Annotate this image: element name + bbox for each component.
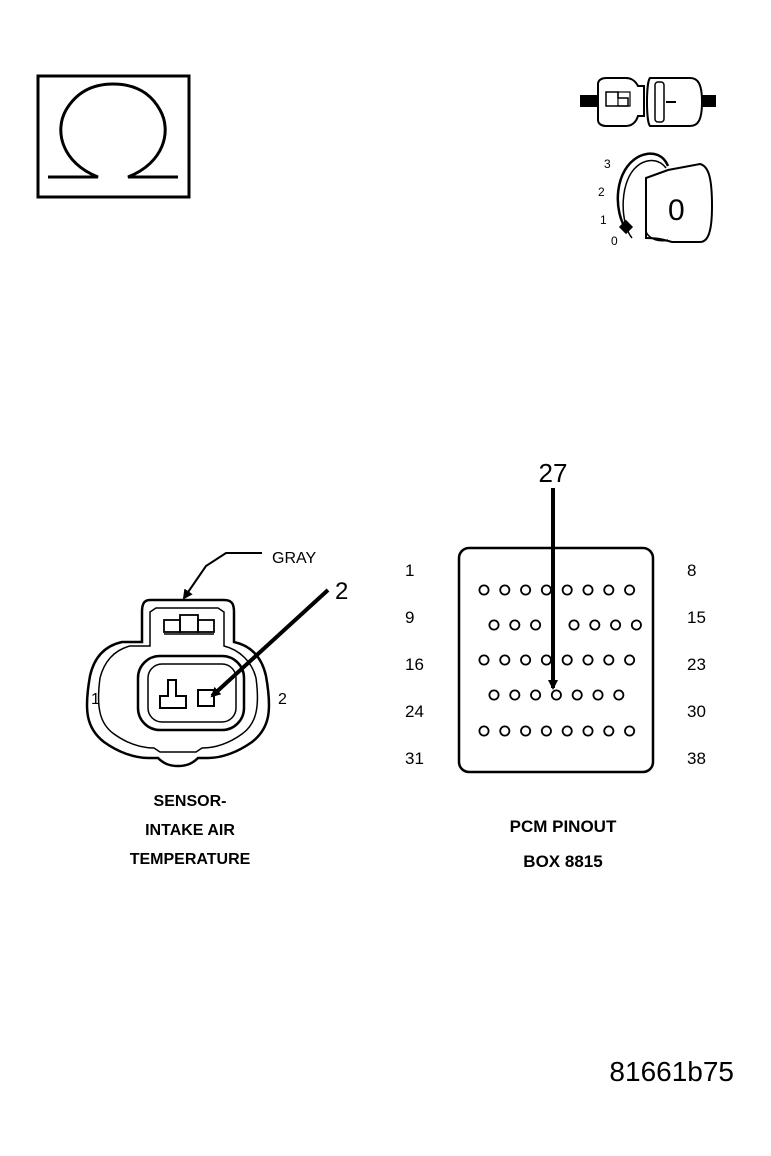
- pcm-pin: [488, 619, 500, 631]
- pcm-pin: [624, 725, 636, 737]
- pcm-pin: [603, 584, 615, 596]
- pcm-row-label-left-4: 24: [405, 702, 424, 721]
- sensor-pin-left-label: 1: [91, 691, 100, 708]
- pcm-pin: [550, 689, 562, 701]
- sensor-caption-line2: INTAKE AIR: [145, 822, 235, 839]
- pcm-row-label-right-4: 30: [687, 702, 706, 721]
- pcm-pin: [530, 619, 542, 631]
- pcm-pin: [520, 654, 532, 666]
- pcm-pin: [603, 725, 615, 737]
- sensor-connector: GRAY 2 1 2 SENSOR- INTAKE AIR TEMPERATUR…: [85, 550, 348, 868]
- pcm-pin: [499, 584, 511, 596]
- pcm-row-label-right-3: 23: [687, 655, 706, 674]
- pcm-pin: [561, 584, 573, 596]
- sensor-caption-line1: SENSOR-: [154, 793, 227, 810]
- ignition-key-label: 0: [668, 194, 685, 227]
- pcm-pin: [592, 689, 604, 701]
- pcm-row-label-right-1: 8: [687, 561, 696, 580]
- pcm-pin: [613, 689, 625, 701]
- pcm-row-label-left-5: 31: [405, 749, 424, 768]
- ignition-position-1: 1: [600, 213, 607, 227]
- sensor-pin-right-label: 2: [278, 691, 287, 708]
- sensor-callout-pin: 2: [335, 578, 348, 605]
- pcm-callout-pin: 27: [539, 458, 568, 488]
- pcm-caption-line1: PCM PINOUT: [510, 817, 617, 836]
- pcm-pin: [499, 725, 511, 737]
- pcm-pin: [509, 689, 521, 701]
- pcm-pin: [561, 725, 573, 737]
- pcm-pin: [509, 619, 521, 631]
- pcm-pin: [478, 584, 490, 596]
- ignition-position-3: 3: [604, 157, 611, 171]
- pcm-pin: [630, 619, 642, 631]
- pcm-pin: [540, 584, 552, 596]
- pcm-pin: [603, 654, 615, 666]
- sensor-caption-line3: TEMPERATURE: [130, 851, 251, 868]
- pcm-pin: [520, 725, 532, 737]
- pcm-row-label-left-3: 16: [405, 655, 424, 674]
- pcm-pin-grid: [478, 584, 642, 737]
- ignition-position-0: 0: [611, 234, 618, 248]
- pcm-row-label-right-5: 38: [687, 749, 706, 768]
- pcm-pin: [624, 654, 636, 666]
- pcm-caption-line2: BOX 8815: [523, 852, 602, 871]
- pcm-pin: [488, 689, 500, 701]
- pcm-pin: [499, 654, 511, 666]
- pcm-connector: 27 1 9 16 24 31 8 15 23 30 38 PCM PINOUT…: [405, 458, 706, 871]
- pcm-pin: [610, 619, 622, 631]
- figure-id: 81661b75: [609, 1056, 734, 1087]
- pcm-pin: [540, 654, 552, 666]
- connector-disconnect-icon: [580, 77, 716, 127]
- pcm-row-label-left-1: 1: [405, 561, 414, 580]
- pcm-pin: [540, 725, 552, 737]
- pcm-pin: [582, 654, 594, 666]
- pcm-pin: [571, 689, 583, 701]
- pcm-row-label-left-2: 9: [405, 608, 414, 627]
- sensor-wire-color: GRAY: [272, 550, 316, 567]
- ohm-icon: [36, 74, 191, 199]
- pcm-pin: [561, 654, 573, 666]
- pcm-pin: [624, 584, 636, 596]
- pcm-pin: [478, 654, 490, 666]
- ignition-position-2: 2: [598, 185, 605, 199]
- pcm-pin: [530, 689, 542, 701]
- pcm-pin: [589, 619, 601, 631]
- pcm-pin: [478, 725, 490, 737]
- pcm-pin: [568, 619, 580, 631]
- pcm-pin: [582, 584, 594, 596]
- ignition-key-icon: 3 2 1 0 0: [598, 152, 714, 248]
- pcm-pin: [520, 584, 532, 596]
- pcm-row-label-right-2: 15: [687, 608, 706, 627]
- pcm-pin: [582, 725, 594, 737]
